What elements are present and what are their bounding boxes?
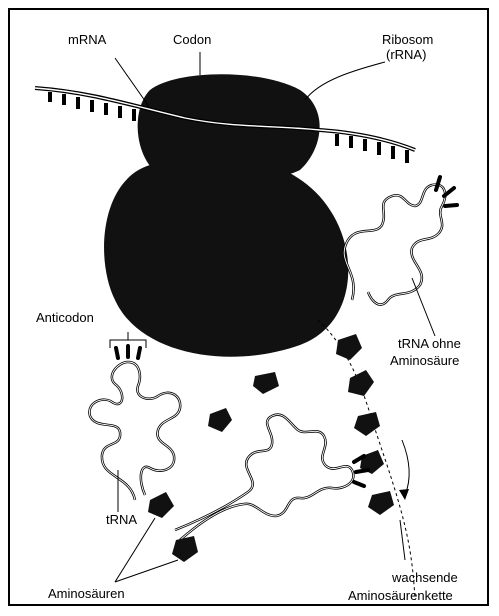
label-ribosom-sub: (rRNA) xyxy=(386,47,426,62)
label-anticodon: Anticodon xyxy=(36,310,94,325)
aminosaeuren-leader-1 xyxy=(115,518,155,582)
ribosom-leader xyxy=(305,62,385,100)
label-aminosaeuren: Aminosäuren xyxy=(48,586,125,601)
trna-free xyxy=(344,185,445,305)
trna-incoming-inner xyxy=(175,415,353,540)
aminosaeuren-leader-2 xyxy=(115,560,178,582)
chain-direction-arrowhead xyxy=(399,489,409,500)
trna-free-inner xyxy=(344,185,445,305)
chain-direction-arrow xyxy=(402,440,409,495)
chain-leader xyxy=(400,520,405,560)
trna-incoming-amino-acid xyxy=(172,536,198,562)
trna-left-anticodon xyxy=(116,346,140,358)
label-mrna: mRNA xyxy=(68,32,107,47)
label-trna-free-2: Aminosäure xyxy=(390,353,459,368)
trna-left xyxy=(89,362,180,500)
ribosome-large-subunit xyxy=(104,154,348,356)
label-trna: tRNA xyxy=(106,512,137,527)
trna-left-amino-acid xyxy=(148,492,174,518)
trna-free-leader xyxy=(412,278,435,336)
label-chain-1: wachsende xyxy=(391,570,458,585)
trna-incoming xyxy=(175,415,353,540)
label-ribosom: Ribosom xyxy=(382,32,433,47)
trna-left-inner xyxy=(89,362,180,500)
label-trna-free-1: tRNA ohne xyxy=(398,336,461,351)
trna-free-anticodon xyxy=(436,177,457,206)
label-codon: Codon xyxy=(173,32,211,47)
label-chain-2: Aminosäurenkette xyxy=(348,588,453,603)
